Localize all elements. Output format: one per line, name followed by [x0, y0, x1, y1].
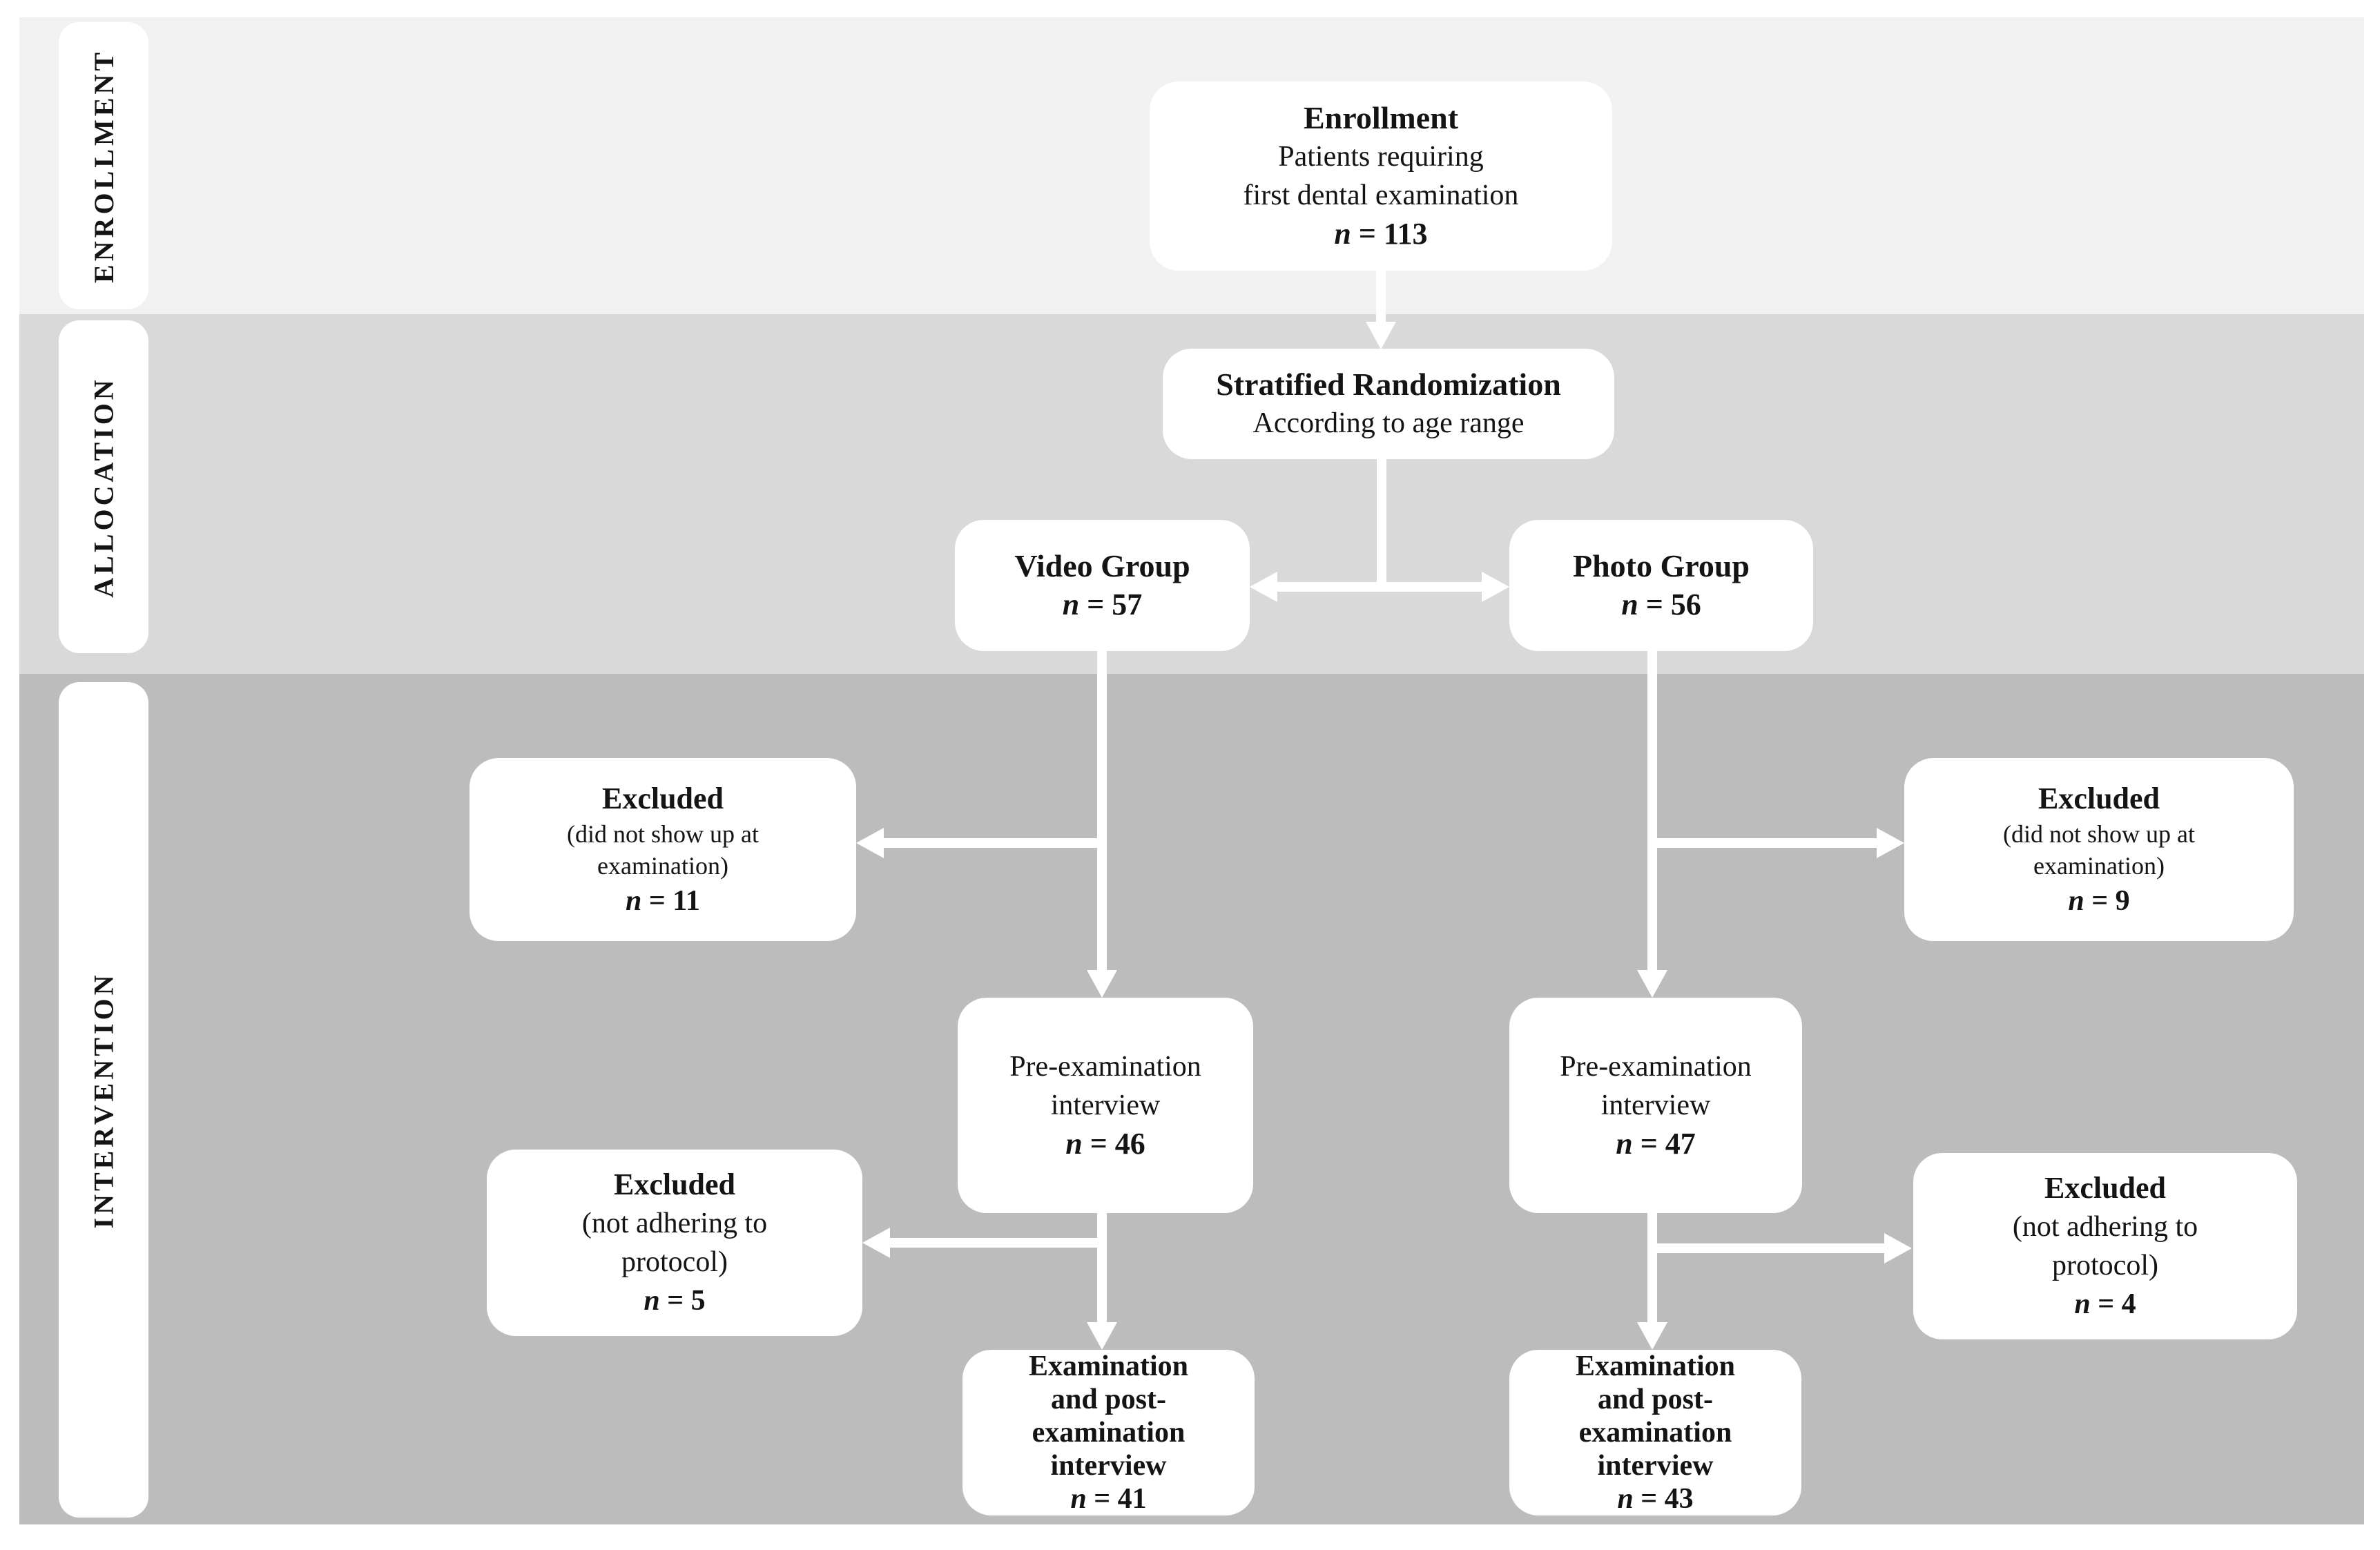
arrow-randomization-split-bar-line: [1276, 582, 1483, 592]
arrow-photo-group-to-pre-exam-head-icon: [1637, 970, 1667, 998]
video-excluded-noshow-title: Excluded: [601, 781, 724, 815]
arrow-enrollment-to-randomization-line: [1376, 271, 1386, 323]
arrow-to-photo-group-head-icon: [1482, 572, 1509, 602]
stage-label-enrollment: ENROLLMENT: [59, 22, 148, 309]
stage-label-intervention: INTERVENTION: [59, 682, 148, 1518]
stage-label-enrollment-text: ENROLLMENT: [88, 48, 119, 283]
randomization-title: Stratified Randomization: [1216, 367, 1561, 402]
photo-excluded-protocol-title: Excluded: [2044, 1171, 2167, 1205]
video-excluded-protocol-line2: protocol): [621, 1246, 728, 1278]
randomization-box: Stratified Randomization According to ag…: [1163, 349, 1614, 459]
branch-photo-excluded-noshow-line: [1652, 838, 1878, 848]
randomization-line1: According to age range: [1252, 407, 1525, 439]
branch-video-excluded-noshow-line: [882, 838, 1102, 848]
photo-excluded-protocol-n: n = 4: [2074, 1288, 2136, 1320]
photo-post-exam-line2: and post-: [1598, 1384, 1713, 1415]
arrow-randomization-split-stem-line: [1377, 459, 1386, 592]
photo-excluded-noshow-line1: (did not show up at: [2003, 820, 2195, 848]
branch-photo-excluded-noshow-head-icon: [1877, 828, 1904, 858]
photo-post-exam-n: n = 43: [1617, 1483, 1694, 1515]
video-pre-exam-line1: Pre-examination: [1009, 1051, 1201, 1083]
enrollment-line1: Patients requiring: [1278, 141, 1484, 173]
photo-pre-exam-line1: Pre-examination: [1560, 1051, 1752, 1083]
photo-excluded-noshow-box: Excluded (did not show up at examination…: [1904, 758, 2294, 941]
photo-excluded-protocol-line2: protocol): [2052, 1250, 2158, 1281]
photo-pre-exam-box: Pre-examination interview n = 47: [1509, 998, 1802, 1213]
photo-excluded-protocol-line1: (not adhering to: [2012, 1211, 2198, 1243]
arrow-video-group-to-pre-exam-line: [1097, 651, 1107, 971]
video-group-title: Video Group: [1014, 548, 1190, 583]
photo-pre-exam-line2: interview: [1600, 1089, 1711, 1121]
photo-excluded-noshow-line2: examination): [2033, 851, 2165, 880]
video-excluded-protocol-box: Excluded (not adhering to protocol) n = …: [487, 1150, 862, 1336]
arrow-enrollment-to-randomization-head-icon: [1366, 322, 1396, 349]
branch-video-excluded-protocol-head-icon: [862, 1228, 890, 1258]
arrow-video-pre-to-post-line: [1097, 1213, 1107, 1324]
photo-excluded-noshow-title: Excluded: [2038, 781, 2160, 815]
photo-pre-exam-n: n = 47: [1616, 1127, 1696, 1161]
video-excluded-protocol-title: Excluded: [613, 1168, 736, 1201]
video-post-exam-box: Examination and post- examination interv…: [962, 1350, 1255, 1515]
photo-post-exam-line4: interview: [1597, 1450, 1714, 1482]
stage-label-allocation-text: ALLOCATION: [88, 376, 119, 598]
photo-post-exam-box: Examination and post- examination interv…: [1509, 1350, 1801, 1515]
arrow-to-video-group-head-icon: [1250, 572, 1277, 602]
photo-excluded-protocol-box: Excluded (not adhering to protocol) n = …: [1913, 1153, 2297, 1339]
arrow-photo-pre-to-post-head-icon: [1637, 1322, 1667, 1350]
stage-label-intervention-text: INTERVENTION: [88, 971, 119, 1228]
video-pre-exam-n: n = 46: [1065, 1127, 1145, 1161]
video-excluded-protocol-n: n = 5: [644, 1285, 706, 1317]
video-excluded-noshow-line2: examination): [597, 851, 728, 880]
stage-label-allocation: ALLOCATION: [59, 320, 148, 653]
video-group-box: Video Group n = 57: [955, 520, 1250, 651]
video-excluded-noshow-line1: (did not show up at: [567, 820, 759, 848]
arrow-video-pre-to-post-head-icon: [1087, 1322, 1117, 1350]
enrollment-box: Enrollment Patients requiring first dent…: [1150, 81, 1612, 271]
video-excluded-protocol-line1: (not adhering to: [581, 1208, 768, 1239]
photo-group-box: Photo Group n = 56: [1509, 520, 1813, 651]
branch-photo-excluded-protocol-line: [1652, 1243, 1886, 1253]
arrow-photo-pre-to-post-line: [1647, 1213, 1657, 1324]
video-post-exam-line3: examination: [1032, 1417, 1186, 1449]
photo-excluded-noshow-n: n = 9: [2068, 884, 2130, 917]
arrow-video-group-to-pre-exam-head-icon: [1087, 970, 1117, 998]
enrollment-title: Enrollment: [1303, 100, 1459, 135]
video-post-exam-line2: and post-: [1051, 1384, 1166, 1415]
branch-video-excluded-protocol-line: [889, 1238, 1102, 1248]
photo-group-title: Photo Group: [1572, 548, 1750, 583]
video-excluded-noshow-box: Excluded (did not show up at examination…: [470, 758, 856, 941]
video-post-exam-n: n = 41: [1070, 1483, 1147, 1515]
enrollment-line2: first dental examination: [1243, 180, 1519, 211]
video-excluded-noshow-n: n = 11: [626, 884, 700, 917]
video-group-n: n = 57: [1062, 588, 1143, 621]
photo-post-exam-line3: examination: [1578, 1417, 1732, 1449]
photo-post-exam-line1: Examination: [1575, 1350, 1736, 1382]
enrollment-n: n = 113: [1334, 217, 1428, 251]
arrow-photo-group-to-pre-exam-line: [1647, 651, 1657, 971]
video-pre-exam-line2: interview: [1050, 1089, 1161, 1121]
video-post-exam-line1: Examination: [1028, 1350, 1189, 1382]
photo-group-n: n = 56: [1621, 588, 1701, 621]
branch-photo-excluded-protocol-head-icon: [1884, 1233, 1912, 1263]
video-pre-exam-box: Pre-examination interview n = 46: [958, 998, 1253, 1213]
video-post-exam-line4: interview: [1050, 1450, 1167, 1482]
branch-video-excluded-noshow-head-icon: [856, 828, 884, 858]
